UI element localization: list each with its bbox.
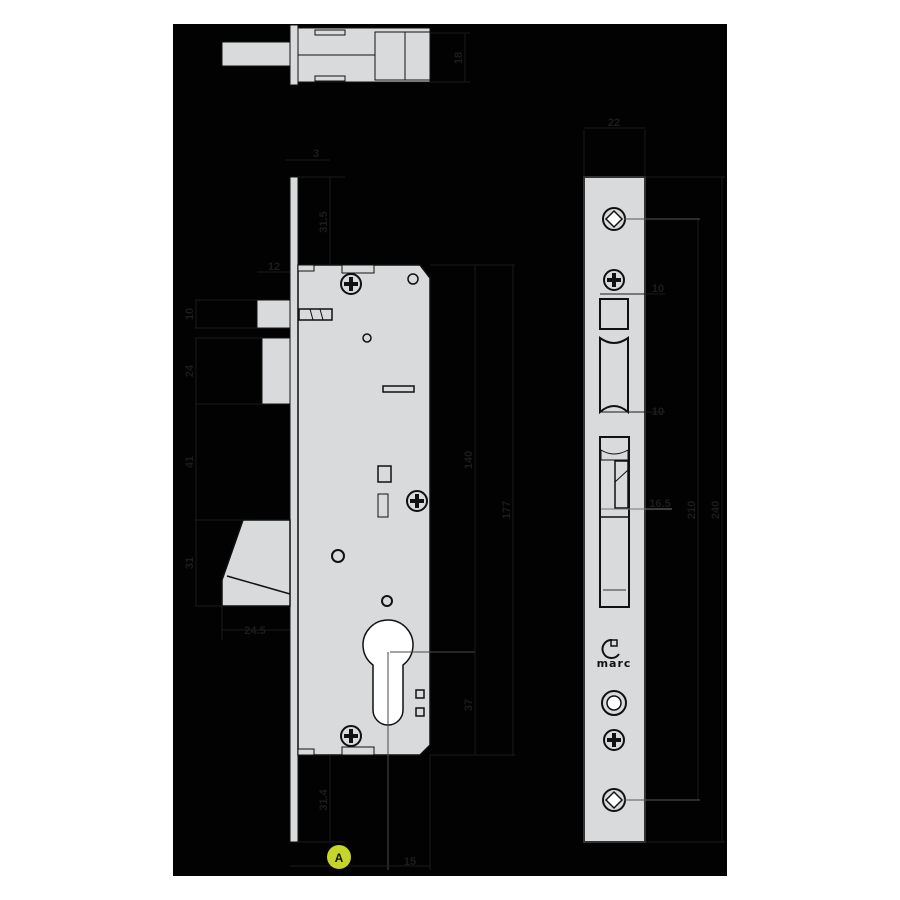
dim-latch-offset: 16.5 [649,498,670,510]
badge-icon [327,845,351,869]
dim-top-height: 18 [453,52,465,64]
screw-icon [406,490,428,512]
roller-latch [261,337,291,405]
screw-icon [340,725,362,747]
dim-case-height: 140 [463,451,475,469]
dim-latch-projection-bottom: 24.5 [244,625,265,637]
faceplate-edge [289,176,299,843]
dim-roller-to-latch: 41 [184,456,196,468]
dim-deadbolt-height: 10 [184,308,196,320]
cylinder-screw-icon [601,690,627,716]
view-badge: A [335,851,344,865]
latch-opening [599,436,630,608]
brand-logo-icon [601,638,620,659]
dim-roller-width: 10 [652,406,664,418]
dim-latch-projection: 12 [268,261,280,273]
dim-faceplate-width: 22 [608,117,620,129]
dim-top-to-case: 31.5 [318,211,330,232]
top-flange [289,24,299,86]
front-view: marc 22 10 10 16.5 210 240 [583,117,725,843]
screw-icon [603,269,625,291]
bevel-latch [221,519,291,607]
screw-icon [603,729,625,751]
dim-faceplate-thickness: 3 [313,148,319,160]
dim-cylinder-to-bottom: 37 [463,699,475,711]
lock-case [297,264,431,756]
dim-faceplate-case-height: 177 [501,501,513,519]
fixing-screw-icon [602,788,626,812]
brand-name: marc [597,657,632,670]
dim-deadbolt-width: 10 [652,283,664,295]
deadbolt [256,299,291,329]
fixing-screw-icon [602,207,626,231]
top-view: 18 [221,24,470,86]
dim-faceplate-length: 240 [710,501,722,519]
dim-roller-height: 24 [184,364,196,377]
screw-icon [340,273,362,295]
dim-bottom-to-case: 31.4 [318,788,330,810]
dim-backset: 15 [404,856,416,868]
latch-tongue [221,41,293,67]
side-view: 3 31.5 12 10 24 41 31 24.5 140 177 37 31… [184,148,515,870]
deadbolt-opening [599,298,629,330]
dim-screw-distance: 210 [686,501,698,519]
dim-latch-height: 31 [184,557,196,569]
